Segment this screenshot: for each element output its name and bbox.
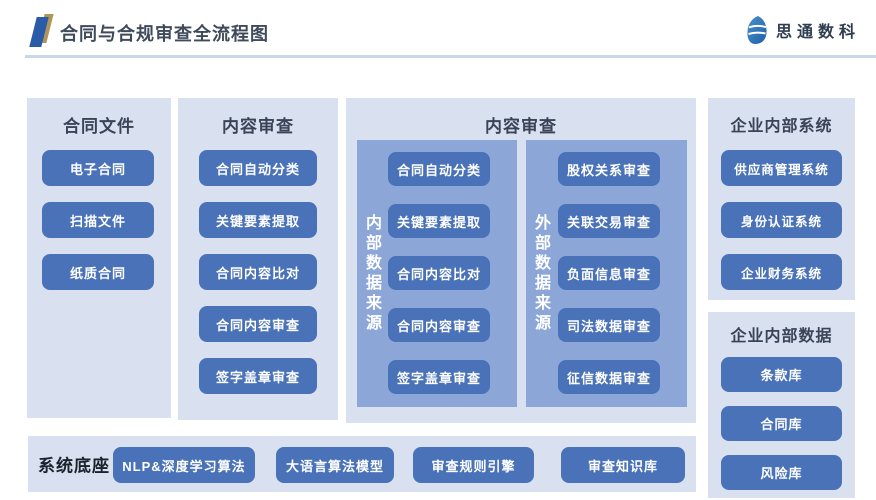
node-equity-relation-review: 股权关系审查 (558, 152, 660, 186)
system-base-label: 系统底座 (38, 456, 110, 476)
panel-content-review-main: 内容审查 内部数据来源 合同自动分类 关键要素提取 合同内容比对 合同内容审查 … (346, 98, 696, 423)
node-scanned-files: 扫描文件 (42, 202, 154, 238)
node-auto-classification: 合同自动分类 (199, 150, 317, 186)
node-key-element-extract: 关键要素提取 (199, 202, 317, 238)
panel-enterprise-data: 企业内部数据 条款库 合同库 风险库 (708, 312, 855, 498)
node-llm-model: 大语言算法模型 (276, 447, 394, 483)
node-key-element-extract: 关键要素提取 (388, 204, 490, 238)
node-contract-library: 合同库 (721, 406, 842, 441)
node-negative-info-review: 负面信息审查 (558, 256, 660, 290)
title-parallelogram-icon (29, 11, 56, 47)
logo-stone-icon (745, 15, 769, 45)
panel-system-base: 系统底座 NLP&深度学习算法 大语言算法模型 审查规则引擎 审查知识库 (28, 436, 696, 492)
node-content-review: 合同内容审查 (388, 308, 490, 342)
panel-title: 企业内部数据 (730, 328, 833, 345)
node-risk-library: 风险库 (721, 455, 842, 490)
panel-title: 合同文件 (63, 117, 135, 136)
node-review-rule-engine: 审查规则引擎 (413, 447, 534, 483)
node-signature-seal: 签字盖章审查 (199, 358, 317, 394)
external-data-source-label: 外部数据来源 (532, 213, 549, 334)
node-content-review: 合同内容审查 (199, 306, 317, 342)
subpanel-external-data-source: 外部数据来源 股权关系审查 关联交易审查 负面信息审查 司法数据审查 征信数据审… (526, 140, 687, 407)
panel-title: 企业内部系统 (730, 118, 833, 135)
header-divider (25, 55, 876, 58)
node-content-compare: 合同内容比对 (388, 256, 490, 290)
node-supplier-mgmt-system: 供应商管理系统 (721, 150, 842, 186)
node-enterprise-finance-system: 企业财务系统 (721, 254, 842, 290)
node-signature-seal: 签字盖章审查 (388, 360, 490, 394)
node-nlp-deep-learning: NLP&深度学习算法 (113, 447, 255, 483)
node-paper-contract: 纸质合同 (42, 254, 154, 290)
internal-data-source-label: 内部数据来源 (363, 213, 380, 334)
logo-text: 思通数科 (775, 24, 860, 41)
panel-content-review: 内容审查 合同自动分类 关键要素提取 合同内容比对 合同内容审查 签字盖章审查 (178, 98, 338, 420)
node-identity-auth-system: 身份认证系统 (721, 202, 842, 238)
node-related-transaction-review: 关联交易审查 (558, 204, 660, 238)
node-review-knowledge-base: 审查知识库 (561, 447, 685, 483)
page-title: 合同与合规审查全流程图 (60, 24, 269, 44)
node-judicial-data-review: 司法数据审查 (558, 308, 660, 342)
panel-title: 内容审查 (485, 117, 557, 136)
subpanel-internal-data-source: 内部数据来源 合同自动分类 关键要素提取 合同内容比对 合同内容审查 签字盖章审… (357, 140, 517, 407)
panel-contract-files: 合同文件 电子合同 扫描文件 纸质合同 (27, 98, 171, 418)
node-credit-data-review: 征信数据审查 (558, 360, 660, 394)
panel-title: 内容审查 (222, 117, 294, 136)
node-electronic-contract: 电子合同 (42, 150, 154, 186)
brand-logo: 思通数科 (745, 14, 860, 46)
node-content-compare: 合同内容比对 (199, 254, 317, 290)
node-clause-library: 条款库 (721, 357, 842, 392)
header: 合同与合规审查全流程图 思通数科 (0, 0, 876, 58)
panel-enterprise-systems: 企业内部系统 供应商管理系统 身份认证系统 企业财务系统 (708, 98, 855, 300)
node-auto-classification: 合同自动分类 (388, 152, 490, 186)
